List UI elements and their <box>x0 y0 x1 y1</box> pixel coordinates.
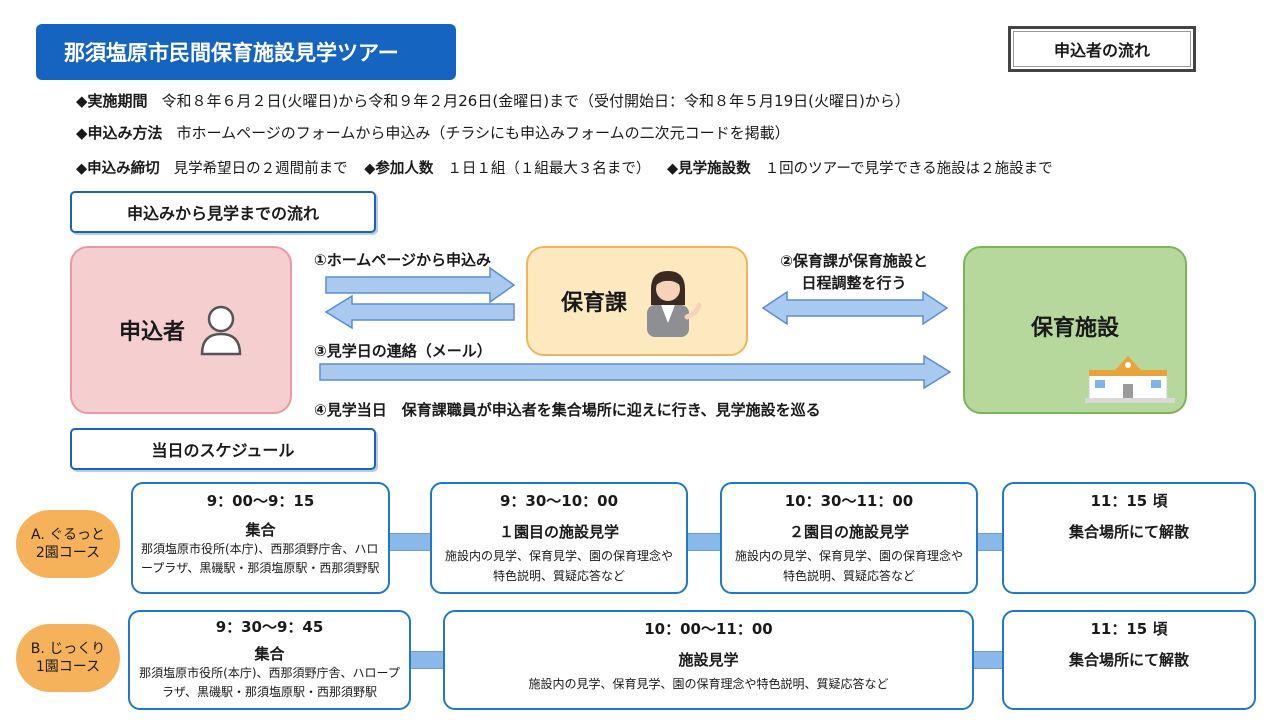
arrow-step2-both <box>761 290 949 326</box>
course-b-s1-time: 9：30〜9：45 <box>215 618 324 636</box>
step3-label: ③見学日の連絡（メール） <box>314 342 492 360</box>
hoikuka-label: 保育課 <box>560 291 627 316</box>
course-b-s3-title: 集合場所にて解散 <box>1068 651 1189 669</box>
school-icon <box>1085 356 1175 403</box>
step2-label: ②保育課が保育施設と 日程調整を行う <box>766 250 942 294</box>
connector-b1 <box>409 651 445 669</box>
course-a-s4-time: 11：15 頃 <box>1090 492 1168 510</box>
course-b-s2-detail: 施設内の見学、保育見学、園の保育理念や特色説明、質疑応答など <box>528 677 889 691</box>
staff-icon <box>647 271 702 337</box>
course-b-s1-title: 集合 <box>254 645 285 663</box>
course-b-label-2: 1園コース <box>35 659 101 675</box>
course-a-s1-time: 9：00〜9：15 <box>206 492 315 510</box>
arrow-step3-right <box>319 354 952 390</box>
info-period: ◆実施期間令和８年６月２日(火曜日)から令和９年２月26日(金曜日)まで（受付開… <box>76 90 922 111</box>
step4-label: ④見学当日 保育課職員が申込者を集合場所に迎えに行き、見学施設を巡る <box>314 401 821 419</box>
info-method: ◆申込み方法市ホームページのフォームから申込み（チラシにも申込みフォームの二次元… <box>76 122 802 143</box>
flow-section-title: 申込みから見学までの流れ <box>70 191 376 233</box>
method-label: ◆申込み方法 <box>76 124 163 142</box>
course-b-s3-time: 11：15 頃 <box>1090 620 1168 638</box>
step1-label: ①ホームページから申込み <box>314 251 491 269</box>
flow-badge: 申込者の流れ <box>1008 26 1196 72</box>
connector-a3 <box>976 533 1004 551</box>
course-a-step-gather: 9：00〜9：15 集合 那須塩原市役所(本庁)、西那須野庁舎、ハロープラザ、黒… <box>131 482 390 594</box>
schedule-section-title: 当日のスケジュール <box>70 428 376 470</box>
deadline-label: ◆申込み締切 <box>76 161 160 177</box>
course-a-s3-time: 10：30〜11：00 <box>784 492 914 510</box>
course-a-step-visit1: 9：30〜10：00 １園目の施設見学 施設内の見学、保育見学、園の保育理念や特… <box>430 482 688 594</box>
course-b-bubble: B. じっくり 1園コース <box>16 624 120 692</box>
course-a-s2-title: １園目の施設見学 <box>498 523 619 541</box>
course-a-s2-time: 9：30〜10：00 <box>499 492 619 510</box>
course-b-s2-title: 施設見学 <box>678 651 739 669</box>
course-b-step-visit: 10：00〜11：00 施設見学 施設内の見学、保育見学、園の保育理念や特色説明… <box>443 610 974 710</box>
period-label: ◆実施期間 <box>76 92 148 110</box>
course-a-s1-title: 集合 <box>245 521 276 539</box>
course-b-s2-time: 10：00〜11：00 <box>644 620 773 638</box>
participants-label: ◆参加人数 <box>364 161 434 177</box>
course-a-s4-title: 集合場所にて解散 <box>1068 523 1189 541</box>
person-icon <box>200 305 242 356</box>
course-a-step-dismiss: 11：15 頃 集合場所にて解散 <box>1002 482 1256 594</box>
deadline-value: 見学希望日の２週間前まで <box>173 161 348 177</box>
course-b-s1-detail: 那須塩原市役所(本庁)、西那須野庁舎、ハロープラザ、黒磯駅・那須塩原駅・西那須野… <box>139 666 400 699</box>
arrow-step1-right <box>325 266 516 304</box>
course-a-s2-detail: 施設内の見学、保育見学、園の保育理念や特色説明、質疑応答など <box>444 549 673 583</box>
page-title: 那須塩原市民間保育施設見学ツアー <box>36 24 456 80</box>
course-a-label-1: A. ぐるっと <box>31 527 105 543</box>
course-a-label-2: 2園コース <box>35 545 101 561</box>
arrow-step1-back <box>324 294 515 330</box>
course-a-s3-detail: 施設内の見学、保育見学、園の保育理念や特色説明、質疑応答など <box>734 549 963 583</box>
facilities-label: ◆見学施設数 <box>667 161 751 177</box>
participants-value: １日１組（１組最大３名まで） <box>447 161 651 177</box>
course-b-label-1: B. じっくり <box>30 641 106 657</box>
facility-label: 保育施設 <box>1030 316 1119 341</box>
applicant-node: 申込者 <box>70 246 292 414</box>
facilities-value: １回のツアーで見学できる施設は２施設まで <box>764 161 1053 177</box>
connector-a1 <box>388 533 432 551</box>
step2-line2: 日程調整を行う <box>801 274 907 292</box>
facility-node: 保育施設 <box>963 246 1187 414</box>
course-a-s3-title: ２園目の施設見学 <box>788 523 909 541</box>
hoikuka-node: 保育課 <box>526 246 748 356</box>
connector-a2 <box>686 533 722 551</box>
step2-line1: ②保育課が保育施設と <box>780 252 928 270</box>
course-b-step-dismiss: 11：15 頃 集合場所にて解散 <box>1002 610 1256 710</box>
course-a-step-visit2: 10：30〜11：00 ２園目の施設見学 施設内の見学、保育見学、園の保育理念や… <box>720 482 978 594</box>
course-a-bubble: A. ぐるっと 2園コース <box>16 510 120 578</box>
connector-b2 <box>972 651 1004 669</box>
period-value: 令和８年６月２日(火曜日)から令和９年２月26日(金曜日)まで（受付開始日：令和… <box>161 92 910 110</box>
method-value: 市ホームページのフォームから申込み（チラシにも申込みフォームの二次元コードを掲載… <box>176 124 790 142</box>
info-deadline-row: ◆申込み締切見学希望日の２週間前まで ◆参加人数 １日１組（１組最大３名まで） ◆… <box>76 157 1065 178</box>
course-a-s1-detail: 那須塩原市役所(本庁)、西那須野庁舎、ハロープラザ、黒磯駅・那須塩原駅・西那須野… <box>141 542 380 575</box>
applicant-label: 申込者 <box>118 320 185 345</box>
course-b-step-gather: 9：30〜9：45 集合 那須塩原市役所(本庁)、西那須野庁舎、ハロープラザ、黒… <box>128 610 411 710</box>
